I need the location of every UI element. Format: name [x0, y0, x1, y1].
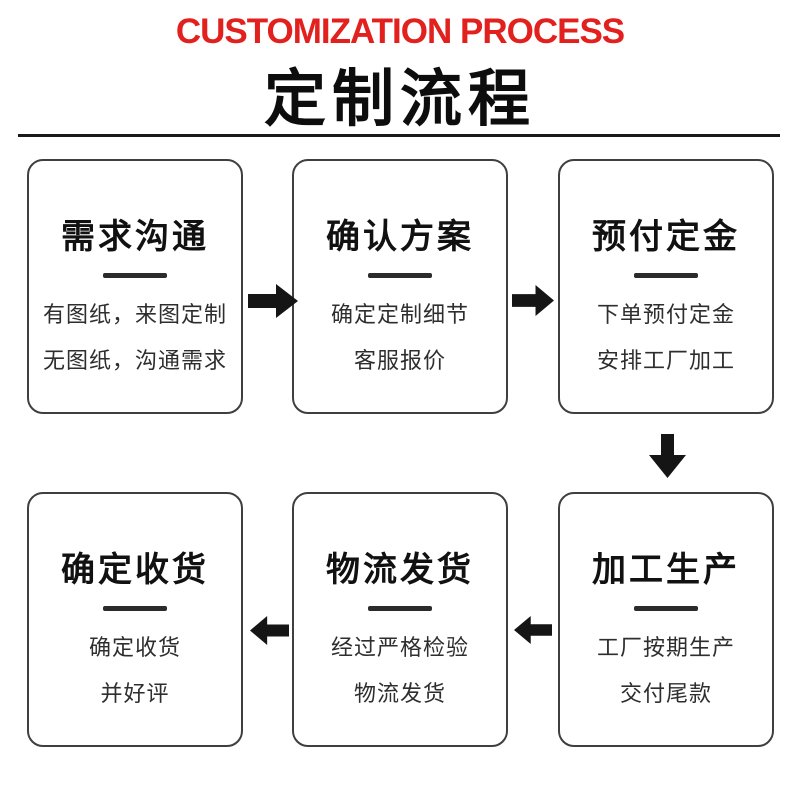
- step-title: 预付定金: [592, 218, 740, 256]
- step-description-line: 确定收货: [88, 635, 181, 660]
- step-title-underline: [634, 273, 698, 278]
- step-6-confirm-receipt: 确定收货 确定收货 并好评: [27, 492, 243, 747]
- arrow-left-icon: [514, 616, 552, 644]
- step-description-line: 下单预付定金: [596, 302, 735, 327]
- step-title-underline: [368, 606, 432, 611]
- header-divider-line: [18, 134, 780, 137]
- step-title: 加工生产: [592, 551, 740, 589]
- step-title: 物流发货: [326, 551, 474, 589]
- step-description-line: 客服报价: [353, 348, 446, 373]
- title-english: CUSTOMIZATION PROCESS: [175, 12, 625, 51]
- step-title-underline: [634, 606, 698, 611]
- step-title-underline: [368, 273, 432, 278]
- title-chinese: 定制流程: [263, 66, 536, 134]
- step-4-production: 加工生产 工厂按期生产 交付尾款: [558, 492, 774, 747]
- arrow-down-icon: [649, 434, 686, 478]
- step-title: 确认方案: [326, 218, 474, 256]
- step-description-line: 确定定制细节: [330, 302, 469, 327]
- step-3-prepay-deposit: 预付定金 下单预付定金 安排工厂加工: [558, 159, 774, 414]
- step-description-line: 物流发货: [353, 681, 446, 706]
- step-title: 需求沟通: [61, 218, 209, 256]
- arrow-right-icon: [512, 285, 554, 316]
- step-description-line: 无图纸，沟通需求: [42, 348, 227, 373]
- step-title-underline: [103, 273, 167, 278]
- arrow-left-icon: [250, 616, 289, 645]
- step-description-line: 安排工厂加工: [596, 348, 735, 373]
- step-title-underline: [103, 606, 167, 611]
- step-5-logistics-shipping: 物流发货 经过严格检验 物流发货: [292, 492, 508, 747]
- step-description-line: 工厂按期生产: [596, 635, 735, 660]
- step-description-line: 并好评: [100, 681, 170, 706]
- step-description-line: 交付尾款: [619, 681, 712, 706]
- step-title: 确定收货: [61, 551, 209, 589]
- step-1-requirement-communication: 需求沟通 有图纸，来图定制 无图纸，沟通需求: [27, 159, 243, 414]
- step-2-confirm-plan: 确认方案 确定定制细节 客服报价: [292, 159, 508, 414]
- arrow-right-icon: [248, 284, 298, 318]
- step-description-line: 经过严格检验: [330, 635, 469, 660]
- step-description-line: 有图纸，来图定制: [42, 302, 227, 327]
